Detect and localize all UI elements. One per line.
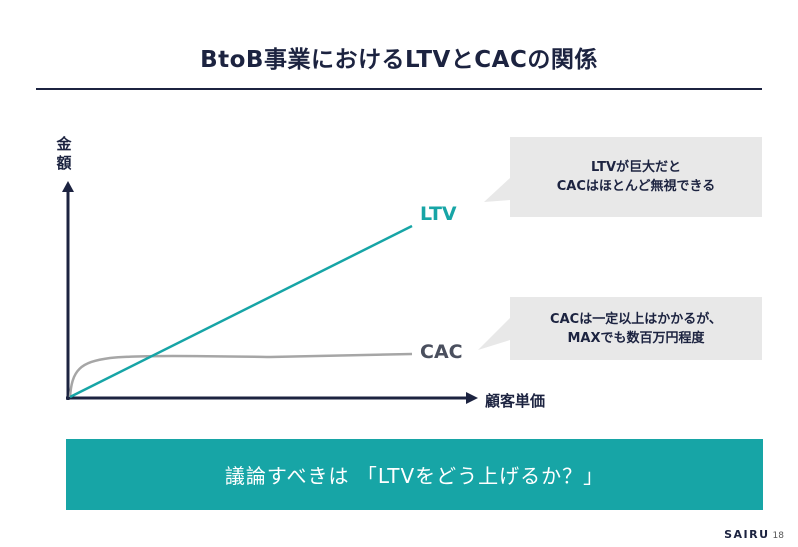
ltv-series-line bbox=[69, 224, 413, 399]
x-axis-arrowhead bbox=[466, 392, 478, 404]
y-axis-label-char-1: 金 bbox=[56, 135, 72, 153]
page-number: 18 bbox=[772, 531, 784, 541]
cac-series-label: CAC bbox=[420, 341, 463, 363]
cac-series-line bbox=[68, 352, 413, 398]
x-axis-label: 顧客単価 bbox=[485, 392, 546, 410]
title-divider bbox=[36, 88, 762, 90]
cac-callout-line-1: CACは一定以上はかかるが、 bbox=[550, 311, 722, 327]
y-axis-label: 金 額 bbox=[54, 135, 74, 173]
callout-ltv-pointer bbox=[484, 178, 510, 202]
ltv-callout-line-1: LTVが巨大だと bbox=[590, 160, 682, 175]
cac-callout: CACは一定以上はかかるが、 MAXでも数百万円程度 bbox=[510, 297, 762, 360]
brand-logo: SAIRU bbox=[724, 528, 770, 541]
conclusion-banner: 議論すべきは 「LTVをどう上げるか？」 bbox=[66, 439, 763, 510]
y-axis-label-char-2: 額 bbox=[56, 154, 72, 172]
page-title: BtoB事業におけるLTVとCACの関係 bbox=[200, 47, 598, 73]
ltv-series-label: LTV bbox=[420, 203, 457, 225]
y-axis-arrowhead bbox=[62, 181, 74, 192]
ltv-callout-line-2: CACはほとんど無視できる bbox=[556, 179, 716, 194]
ltv-callout: LTVが巨大だと CACはほとんど無視できる bbox=[510, 137, 762, 217]
cac-callout-line-2: MAXでも数百万円程度 bbox=[567, 330, 705, 346]
callout-cac-pointer bbox=[478, 318, 510, 350]
